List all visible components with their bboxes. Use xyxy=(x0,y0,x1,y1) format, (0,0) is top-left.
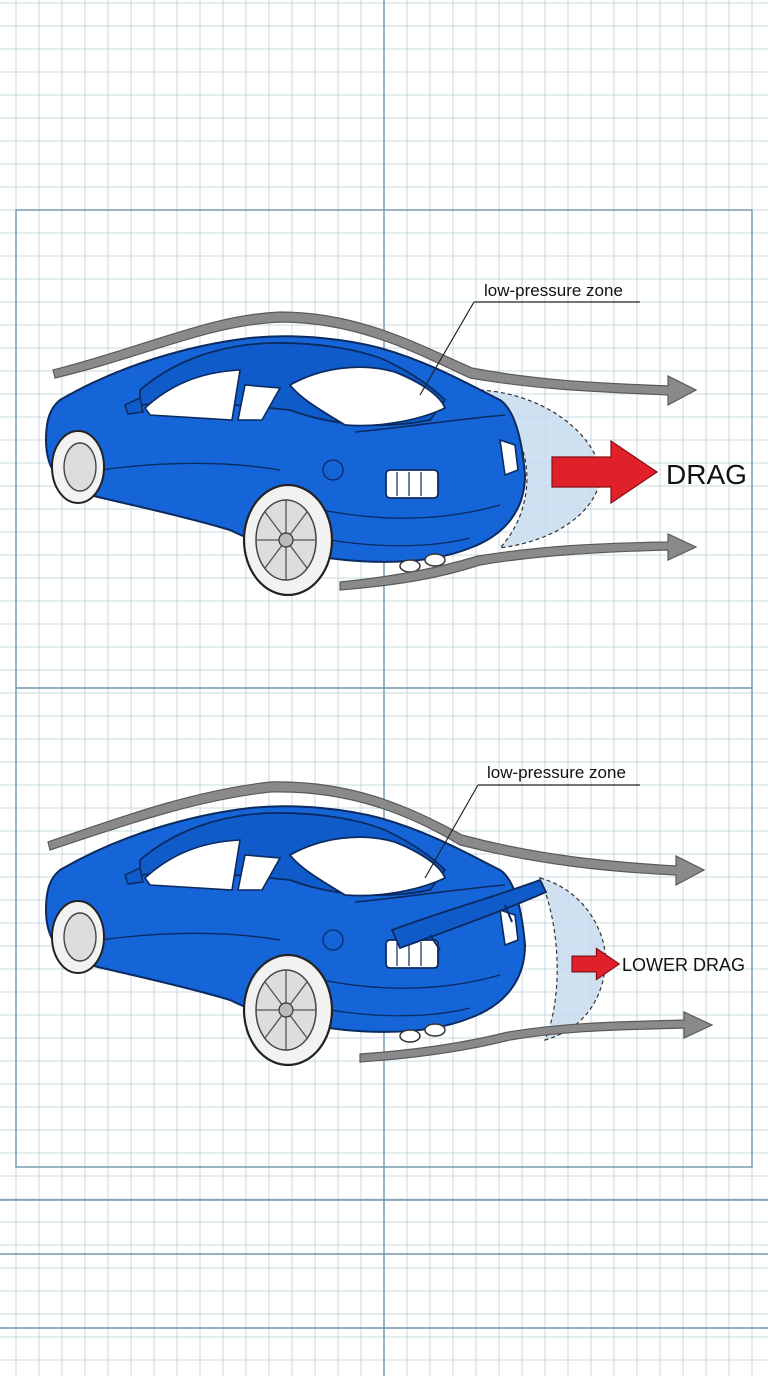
annotation-label: low-pressure zone xyxy=(487,763,626,782)
panel-no-spoiler: low-pressure zone DRAG xyxy=(44,281,747,597)
airflow-arrow-top xyxy=(52,311,698,407)
drag-arrow xyxy=(571,947,621,981)
annotation-leader xyxy=(424,784,479,879)
airflow-arrow-bottom xyxy=(339,533,698,591)
drag-arrow xyxy=(551,439,659,505)
drag-label: DRAG xyxy=(666,459,747,490)
low-pressure-zone xyxy=(478,389,601,549)
annotation-leader xyxy=(419,301,475,396)
drag-label: LOWER DRAG xyxy=(622,955,745,975)
airflow-arrow-bottom xyxy=(359,1011,714,1063)
airflow-arrow-top xyxy=(47,781,706,887)
annotation-label: low-pressure zone xyxy=(484,281,623,300)
panel-with-spoiler: low-pressure zone LOWER DRAG xyxy=(44,763,745,1067)
rear-spoiler xyxy=(390,878,548,950)
